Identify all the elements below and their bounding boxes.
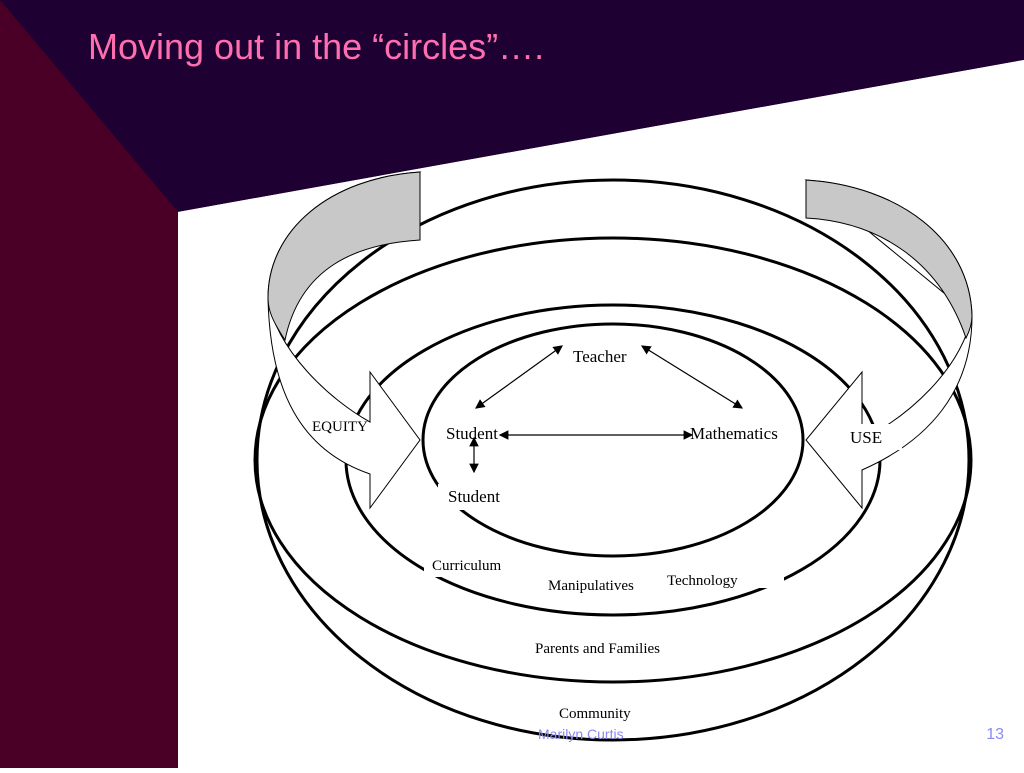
equity-arrow [267, 171, 422, 510]
page-number: 13 [986, 726, 1004, 743]
teacher-student-arrow [475, 345, 563, 409]
label-curriculum: Curriculum [432, 558, 501, 574]
label-community: Community [559, 706, 631, 722]
label-mathematics: Mathematics [690, 424, 778, 443]
teacher-mathematics-arrow [640, 345, 744, 409]
footer-text: Marilyn Curtis [538, 726, 624, 742]
label-technology: Technology [667, 573, 738, 589]
core-ring [421, 322, 805, 558]
label-gap-left [424, 555, 524, 577]
label-manipulatives: Manipulatives [548, 578, 634, 594]
label-use: USE [850, 428, 882, 447]
community-ring [255, 178, 971, 742]
label-equity: EQUITY [312, 419, 368, 435]
background-maroon-panel [0, 0, 178, 768]
label-student-left: Student [446, 424, 498, 443]
label-teacher: Teacher [573, 347, 627, 366]
label-gap-use [842, 424, 902, 450]
label-parents-families: Parents and Families [535, 641, 660, 657]
label-student-bottom: Student [448, 487, 500, 506]
slide-title: Moving out in the “circles”…. [88, 26, 545, 67]
label-gap-right [664, 566, 784, 588]
label-gap-student [438, 484, 518, 510]
families-ring [253, 236, 973, 684]
